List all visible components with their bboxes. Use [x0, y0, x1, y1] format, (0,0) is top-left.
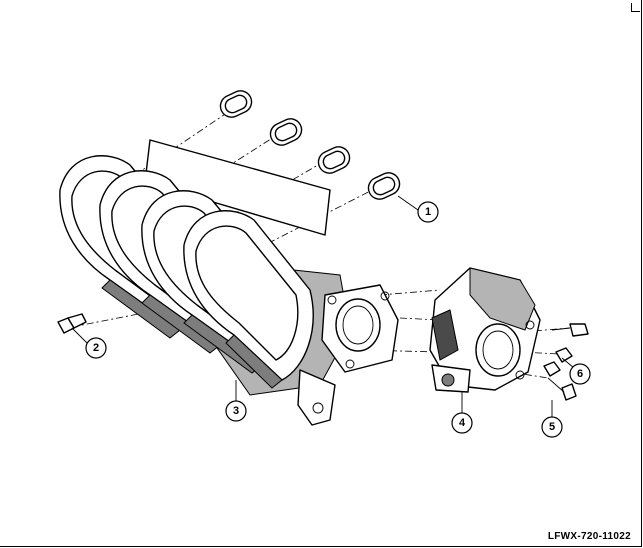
callout-3: 3	[225, 400, 247, 422]
frame-corner-mark	[631, 3, 640, 12]
callout-1-label: 1	[425, 206, 431, 218]
callout-5: 5	[541, 416, 563, 438]
callout-1: 1	[417, 201, 439, 223]
gasket-1	[219, 90, 253, 118]
callout-3-label: 3	[233, 405, 239, 417]
callout-4: 4	[451, 412, 473, 434]
bolt-upper-right	[551, 323, 589, 337]
callout-2-label: 2	[93, 342, 99, 354]
gasket-4	[367, 172, 401, 200]
intake-manifold	[59, 139, 399, 426]
callout-4-label: 4	[459, 417, 466, 429]
callout-2: 2	[85, 337, 107, 359]
callout-5-label: 5	[549, 421, 555, 433]
callout-6: 6	[569, 363, 591, 385]
bolt-5	[547, 377, 577, 401]
drawing-code: LFWX-720-11022	[547, 531, 631, 542]
gasket-2	[269, 118, 303, 146]
callout-6-label: 6	[577, 368, 583, 380]
gaskets	[219, 90, 401, 200]
gasket-3	[317, 146, 351, 174]
fasteners	[57, 313, 589, 401]
bolt-2	[57, 313, 87, 334]
throttle-body	[429, 267, 541, 393]
nut-6	[543, 347, 573, 377]
callout-leaders	[71, 195, 575, 418]
